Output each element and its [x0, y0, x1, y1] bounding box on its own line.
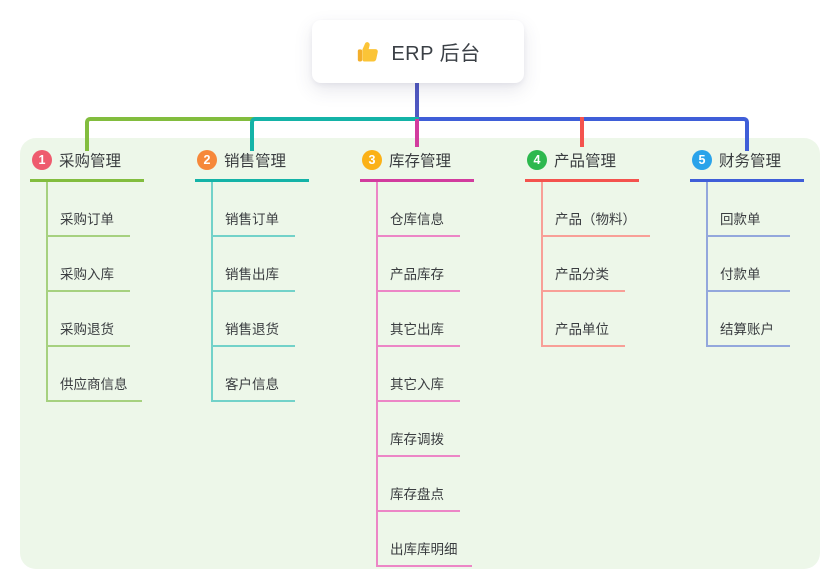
- node-payment-order[interactable]: 付款单: [708, 237, 790, 292]
- root-connector: [415, 83, 419, 117]
- badge-2: 2: [197, 150, 217, 170]
- node-purchase-inbound[interactable]: 采购入库: [48, 237, 130, 292]
- node-warehouse-info[interactable]: 仓库信息: [378, 182, 460, 237]
- mindmap-root-node[interactable]: ERP 后台: [312, 20, 524, 83]
- node-other-inbound[interactable]: 其它入库: [378, 347, 460, 402]
- badge-1: 1: [32, 150, 52, 170]
- node-collection-order[interactable]: 回款单: [708, 182, 790, 237]
- branch-title[interactable]: 2 销售管理: [195, 146, 309, 182]
- branch-children: 采购订单 采购入库 采购退货 供应商信息: [46, 182, 144, 402]
- branch-inventory: 3 库存管理 仓库信息 产品库存 其它出库 其它入库 库存调拨 库存盘点 出库库…: [360, 146, 474, 567]
- node-stock-transfer[interactable]: 库存调拨: [378, 402, 460, 457]
- branch-title[interactable]: 3 库存管理: [360, 146, 474, 182]
- branch-title-label: 财务管理: [719, 153, 782, 170]
- badge-5: 5: [692, 150, 712, 170]
- node-customer-info[interactable]: 客户信息: [213, 347, 295, 402]
- node-stock-count[interactable]: 库存盘点: [378, 457, 460, 512]
- connector-branch-3: [415, 119, 419, 147]
- node-product-category[interactable]: 产品分类: [543, 237, 625, 292]
- branch-title[interactable]: 5 财务管理: [690, 146, 804, 182]
- branch-panel: [20, 138, 820, 569]
- node-purchase-return[interactable]: 采购退货: [48, 292, 130, 347]
- node-outbound-detail[interactable]: 出库库明细: [378, 512, 472, 567]
- node-purchase-order[interactable]: 采购订单: [48, 182, 130, 237]
- node-product-material[interactable]: 产品（物料）: [543, 182, 650, 237]
- branch-children: 回款单 付款单 结算账户: [706, 182, 804, 347]
- node-product-unit[interactable]: 产品单位: [543, 292, 625, 347]
- branch-children: 销售订单 销售出库 销售退货 客户信息: [211, 182, 309, 402]
- branch-title-label: 库存管理: [389, 153, 452, 170]
- branch-children: 仓库信息 产品库存 其它出库 其它入库 库存调拨 库存盘点 出库库明细: [376, 182, 474, 567]
- connector-branch-2: [250, 117, 423, 151]
- branch-title[interactable]: 4 产品管理: [525, 146, 639, 182]
- node-settlement-account[interactable]: 结算账户: [708, 292, 790, 347]
- branch-product: 4 产品管理 产品（物料） 产品分类 产品单位: [525, 146, 650, 347]
- connector-branch-4: [580, 117, 584, 147]
- node-other-outbound[interactable]: 其它出库: [378, 292, 460, 347]
- branch-children: 产品（物料） 产品分类 产品单位: [541, 182, 650, 347]
- node-sales-return[interactable]: 销售退货: [213, 292, 295, 347]
- connector-branch-1: [85, 117, 256, 151]
- badge-3: 3: [362, 150, 382, 170]
- node-product-stock[interactable]: 产品库存: [378, 237, 460, 292]
- node-sales-outbound[interactable]: 销售出库: [213, 237, 295, 292]
- branch-purchase: 1 采购管理 采购订单 采购入库 采购退货 供应商信息: [30, 146, 144, 402]
- node-sales-order[interactable]: 销售订单: [213, 182, 295, 237]
- root-node-label: ERP 后台: [391, 43, 481, 65]
- node-supplier-info[interactable]: 供应商信息: [48, 347, 142, 402]
- branch-title-label: 产品管理: [554, 153, 617, 170]
- branch-title[interactable]: 1 采购管理: [30, 146, 144, 182]
- branch-finance: 5 财务管理 回款单 付款单 结算账户: [690, 146, 804, 347]
- connector-branch-5: [419, 117, 749, 151]
- badge-4: 4: [527, 150, 547, 170]
- branch-title-label: 采购管理: [59, 153, 122, 170]
- branch-title-label: 销售管理: [224, 153, 287, 170]
- thumbs-up-icon: [355, 39, 381, 65]
- branch-sales: 2 销售管理 销售订单 销售出库 销售退货 客户信息: [195, 146, 309, 402]
